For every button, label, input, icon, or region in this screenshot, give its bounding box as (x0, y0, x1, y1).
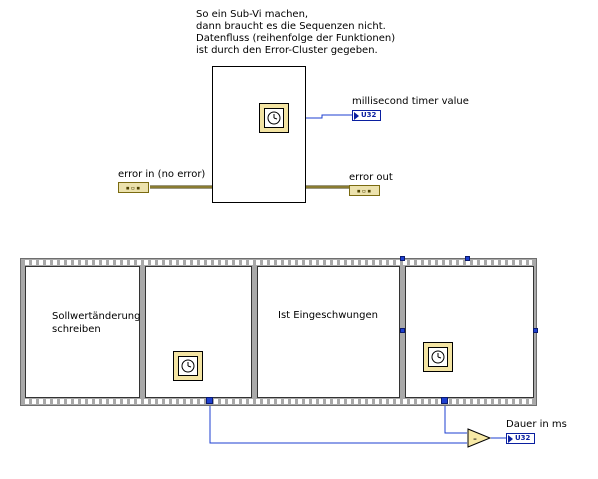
subvi-structure-box[interactable] (212, 66, 306, 203)
timer2-output-tunnel[interactable] (441, 397, 448, 404)
tick-count-icon[interactable] (259, 103, 289, 133)
flat-sequence-structure[interactable]: Sollwertänderung schreiben Ist Eingeschw… (20, 258, 537, 406)
clock-face-icon (178, 356, 198, 376)
timer1-to-subtract-wire (209, 405, 467, 444)
subtract-function-icon[interactable]: - (467, 428, 491, 448)
tick-count-icon[interactable] (423, 342, 453, 372)
clock-hands-icon (267, 111, 281, 125)
subtract-symbol: - (473, 432, 477, 445)
sequence-frame-1[interactable]: Sollwertänderung schreiben (25, 266, 141, 398)
indicator-arrow-icon (354, 111, 359, 120)
error-out-terminal[interactable]: ▪▫▪ (349, 185, 380, 196)
film-holes-bottom (25, 399, 532, 404)
timer-indicator-label: millisecond timer value (352, 96, 469, 107)
timer-wire-subvi (290, 114, 352, 119)
clock-face-icon (428, 347, 448, 367)
frame-tunnel (400, 328, 405, 333)
frame-tunnel (465, 256, 470, 261)
film-holes-top (25, 260, 532, 265)
annotation-note: So ein Sub-Vi machen, dann braucht es di… (196, 9, 396, 56)
timer1-output-tunnel[interactable] (206, 397, 213, 404)
error-in-label: error in (no error) (118, 169, 206, 180)
frame-3-text: Ist Eingeschwungen (278, 310, 378, 321)
clock-face-icon (264, 108, 284, 128)
sequence-frame-4[interactable] (405, 266, 534, 398)
result-indicator-label: Dauer in ms (506, 419, 567, 430)
timer2-to-subtract-wire (444, 405, 467, 434)
frame-tunnel (533, 328, 538, 333)
timer-indicator-terminal[interactable]: U32 (352, 110, 381, 121)
error-cluster-icon: ▪▫▪ (356, 186, 373, 195)
error-out-label: error out (349, 172, 393, 183)
error-in-terminal[interactable]: ▪▫▪ (118, 182, 149, 193)
clock-hands-icon (181, 359, 195, 373)
error-cluster-icon: ▪▫▪ (125, 183, 142, 192)
tick-count-icon[interactable] (173, 351, 203, 381)
clock-hands-icon (431, 350, 445, 364)
sequence-frame-3[interactable]: Ist Eingeschwungen (257, 266, 400, 398)
frame-1-text: Sollwertänderung schreiben (52, 311, 141, 335)
indicator-arrow-icon (508, 434, 513, 443)
frame-tunnel (400, 256, 405, 261)
result-indicator-terminal[interactable]: U32 (506, 433, 535, 444)
